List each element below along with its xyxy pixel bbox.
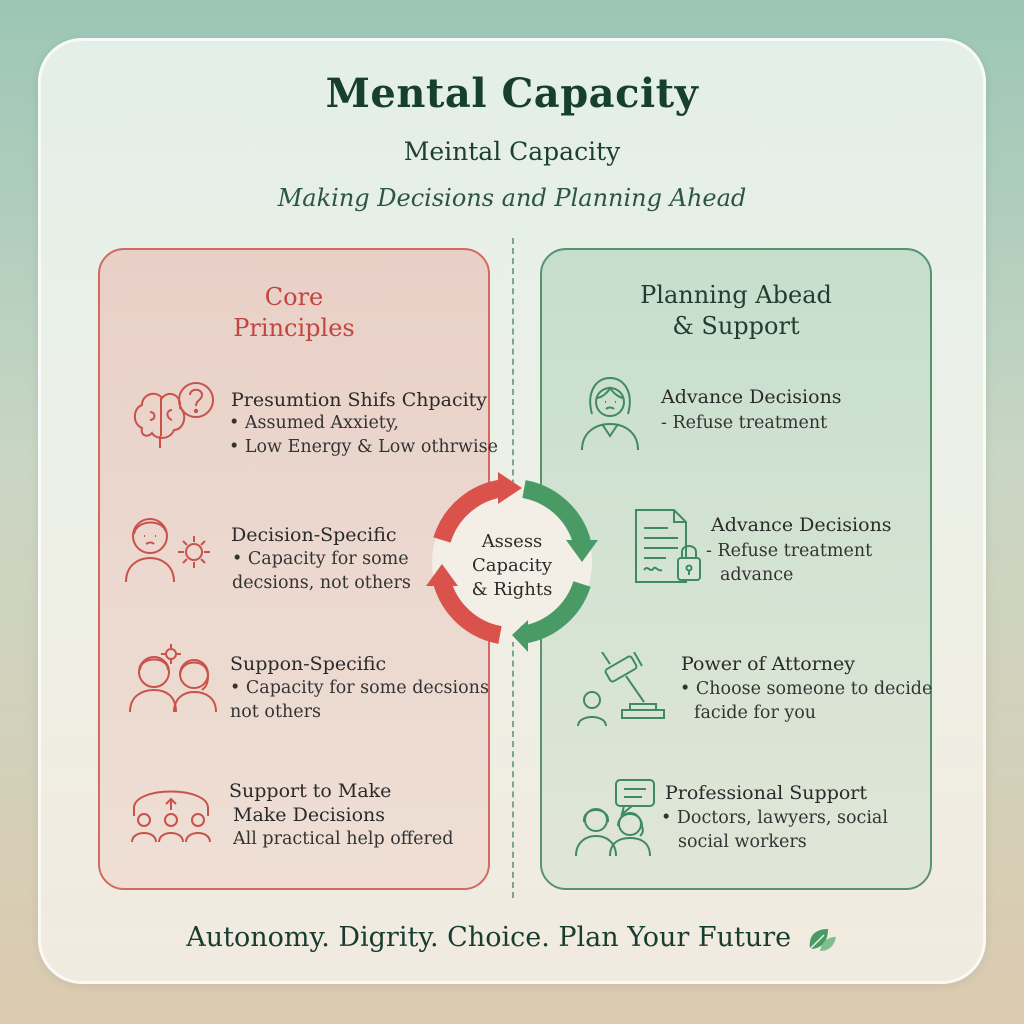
planning-2-line-2: advance xyxy=(720,565,794,585)
planning-ahead-title: Planning Abead & Support xyxy=(640,281,832,340)
principle-3-title: Suppon-Specific xyxy=(230,653,387,675)
planning-3-line-1: • Choose someone to decide xyxy=(680,679,933,699)
cycle-arrow-bottom-left xyxy=(433,579,502,644)
principle-2-line-2: decsions, not others xyxy=(232,573,411,593)
cycle-arrow-top-right xyxy=(522,480,591,545)
page-subtitle: Meintal Capacity xyxy=(403,137,621,166)
principle-3-line-1: • Capacity for some decsions xyxy=(230,678,489,698)
assess-cycle xyxy=(426,472,598,652)
woman-icon xyxy=(581,376,639,451)
planning-1-title: Advance Decisions xyxy=(661,386,842,408)
footer-tagline: Autonomy. Digrity. Choice. Plan Your Fut… xyxy=(0,922,1024,953)
footer-text: Autonomy. Digrity. Choice. Plan Your Fut… xyxy=(186,922,792,953)
page-title: Mental Capacity xyxy=(325,70,699,117)
core-principles-title: Core Principles xyxy=(233,283,355,342)
planning-3-line-2: facide for you xyxy=(694,703,817,723)
cycle-arrow-top-left xyxy=(433,479,506,543)
page-tagline: Making Decisions and Planning Ahead xyxy=(277,184,747,212)
principle-1-title: Presumtion Shifs Chpacity xyxy=(231,389,488,411)
principle-1-line-1: • Assumed Axxiety, xyxy=(229,413,399,433)
gavel-person-icon xyxy=(577,652,665,727)
planning-2-line-1: - Refuse treatment xyxy=(706,541,873,561)
cycle-arrowhead-1 xyxy=(498,472,522,504)
planning-1-line-1: - Refuse treatment xyxy=(661,413,828,433)
planning-ahead-panel: Planning Abead & Support xyxy=(540,248,932,890)
principle-4-title: Support to Make xyxy=(229,780,392,802)
principle-3-line-2: not others xyxy=(230,702,321,722)
planning-4-line-1: • Doctors, lawyers, social xyxy=(661,808,888,828)
leaf-icon xyxy=(809,928,836,951)
cycle-arrowhead-3 xyxy=(512,620,528,652)
person-gear-icon xyxy=(125,518,210,583)
cycle-center-label: Assess Capacity & Rights xyxy=(471,531,553,600)
group-support-icon xyxy=(131,790,211,843)
principle-4-line-1: Make Decisions xyxy=(233,804,386,826)
principle-2-title: Decision-Specific xyxy=(231,524,397,546)
core-principles-panel: Core Principles xyxy=(98,248,490,890)
planning-4-line-2: social workers xyxy=(678,832,807,852)
planning-3-title: Power of Attorney xyxy=(681,653,855,675)
planning-2-title: Advance Decisions xyxy=(711,514,892,536)
brain-question-icon xyxy=(133,382,214,448)
professionals-chat-icon xyxy=(575,779,655,857)
cycle-background xyxy=(432,482,592,642)
planning-4-title: Professional Support xyxy=(665,782,868,804)
cycle-arrow-bottom-right xyxy=(520,580,591,644)
principle-1-line-2: • Low Energy & Low othrwise xyxy=(229,437,498,457)
document-lock-icon xyxy=(635,509,701,583)
cycle-arrowhead-4 xyxy=(426,564,458,586)
two-people-gear-icon xyxy=(129,644,217,713)
principle-4-line-2: All practical help offered xyxy=(233,829,454,849)
principle-2-line-1: • Capacity for some xyxy=(232,549,409,569)
cycle-arrowhead-2 xyxy=(566,540,598,562)
